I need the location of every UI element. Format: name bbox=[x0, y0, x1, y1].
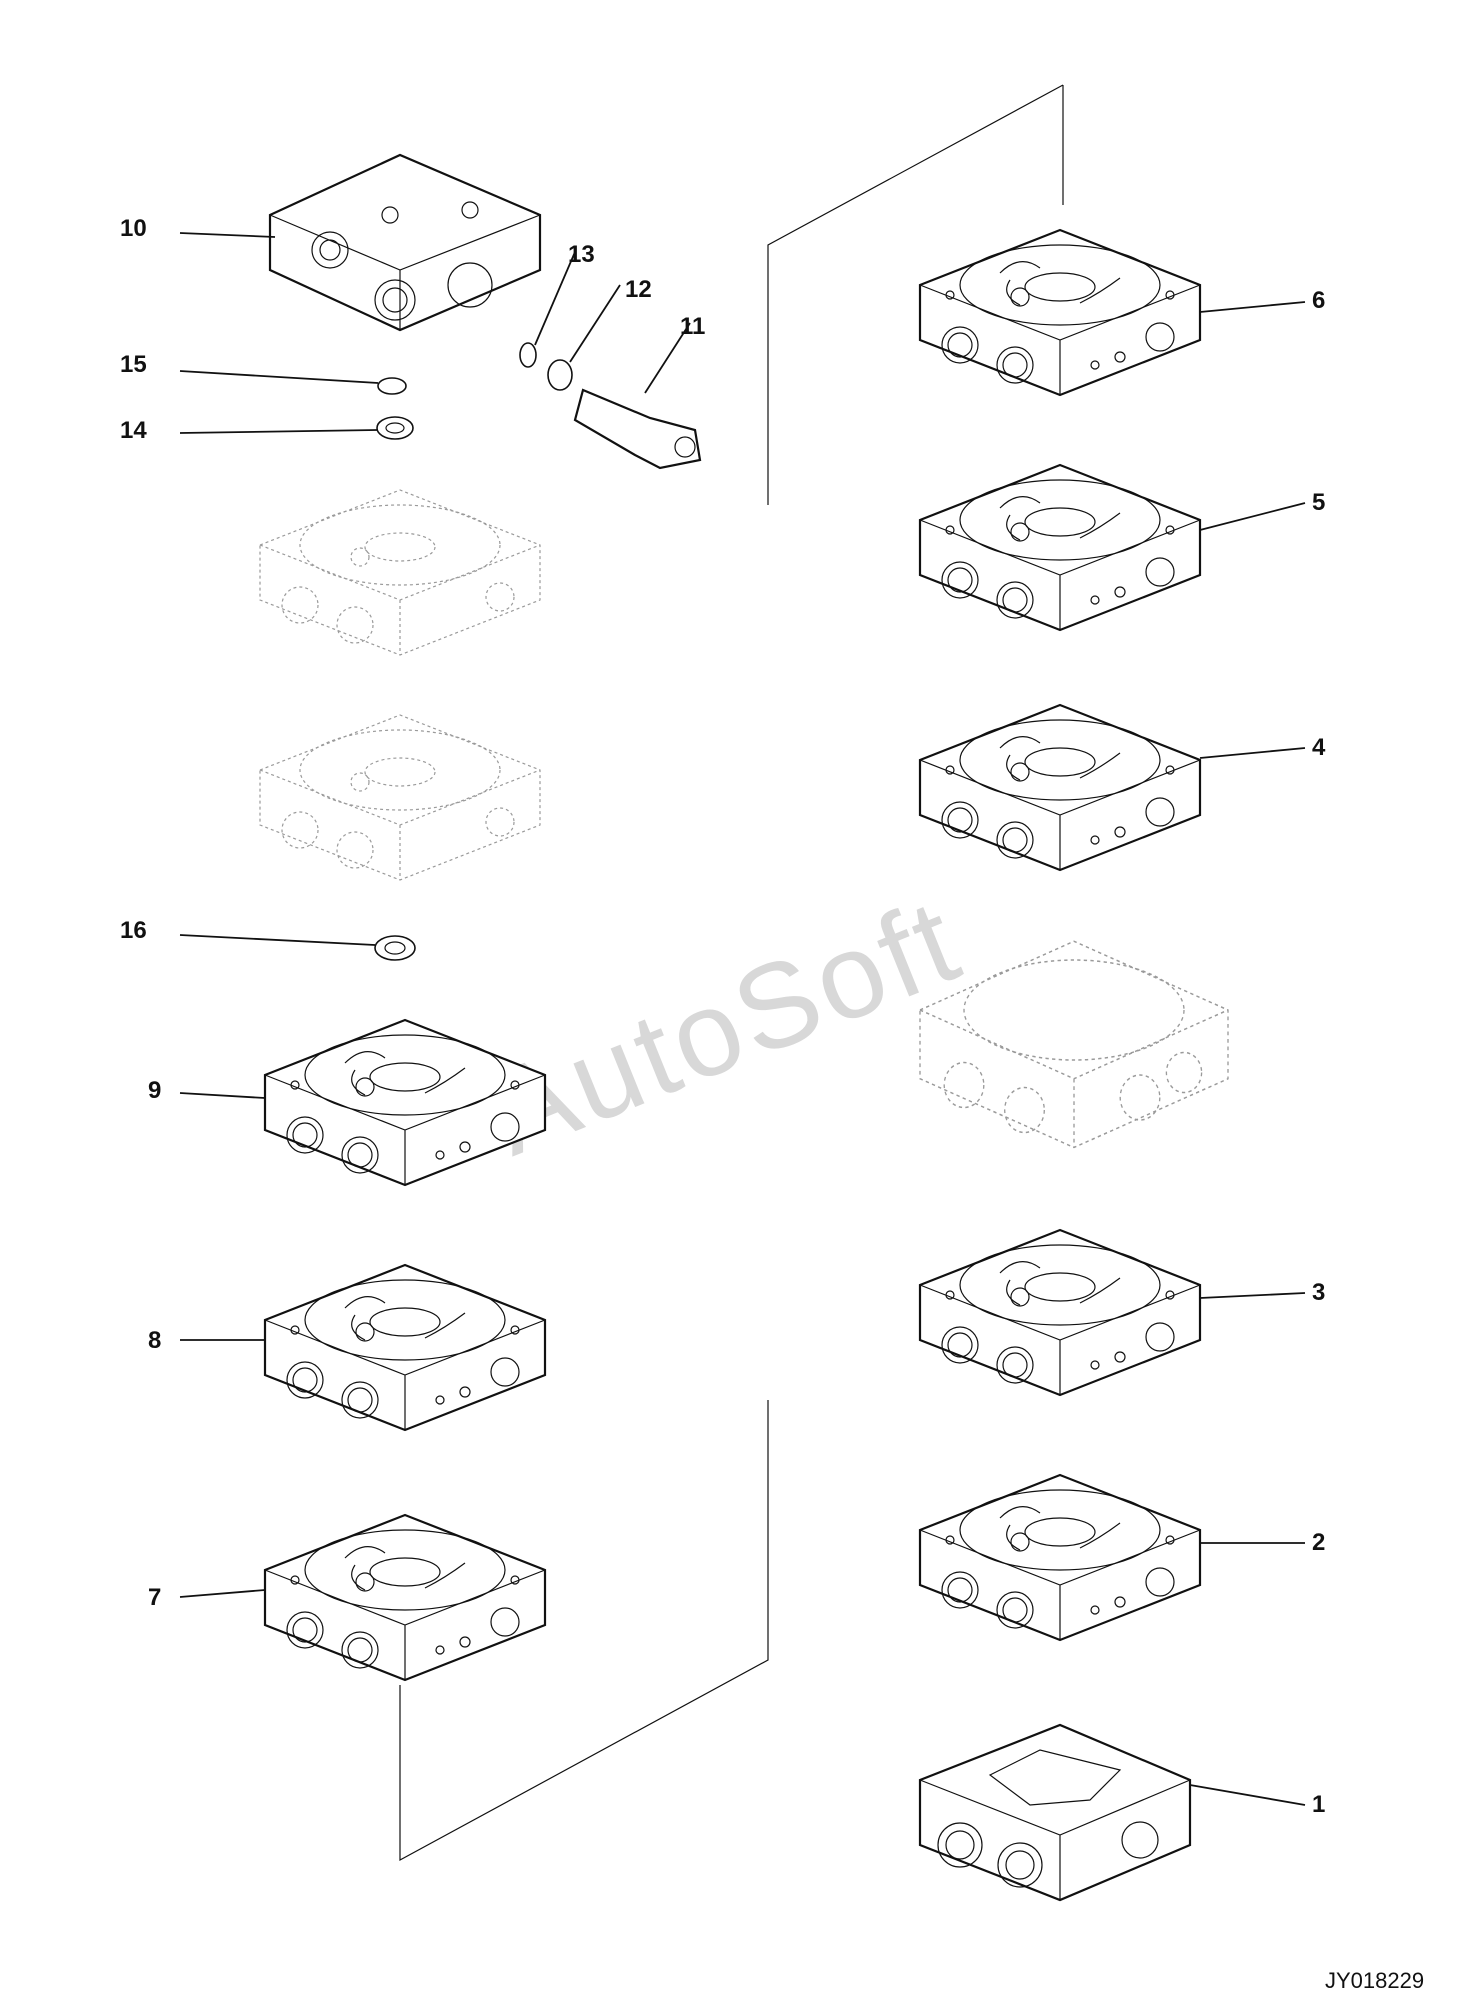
callout-6: 6 bbox=[1312, 287, 1325, 314]
part-13-o-ring bbox=[519, 342, 537, 368]
part-7-block bbox=[263, 1513, 547, 1682]
callout-1: 1 bbox=[1312, 1791, 1325, 1818]
callout-16: 16 bbox=[120, 917, 147, 944]
callout-3: 3 bbox=[1312, 1279, 1325, 1306]
watermark: AutoSoft bbox=[472, 872, 979, 1181]
part-6-block bbox=[918, 228, 1202, 397]
ghost-block-right bbox=[919, 940, 1229, 1149]
callout-8: 8 bbox=[148, 1327, 161, 1354]
assembly-line-left bbox=[399, 1400, 769, 1862]
assembly-line-right bbox=[767, 84, 1064, 505]
callout-10: 10 bbox=[120, 215, 147, 242]
callout-4: 4 bbox=[1312, 734, 1326, 761]
part-11-plug bbox=[573, 388, 702, 470]
part-14-seal bbox=[376, 416, 414, 440]
callout-15: 15 bbox=[120, 351, 147, 378]
callout-9: 9 bbox=[148, 1077, 161, 1104]
part-12-o-ring bbox=[547, 359, 573, 391]
callout-14: 14 bbox=[120, 417, 147, 444]
callout-2: 2 bbox=[1312, 1529, 1325, 1556]
callout-11: 11 bbox=[680, 313, 705, 340]
leader-lines bbox=[179, 232, 1306, 1806]
part-5-block bbox=[918, 463, 1202, 632]
part-16-seal bbox=[374, 935, 416, 961]
part-10-cover bbox=[268, 153, 542, 332]
ghost-block-upper bbox=[259, 489, 541, 656]
callout-7: 7 bbox=[148, 1584, 161, 1611]
part-15-o-ring bbox=[377, 377, 407, 395]
drawing-code: JY018229 bbox=[1325, 1968, 1424, 1993]
part-4-block bbox=[918, 703, 1202, 872]
part-1-block bbox=[918, 1723, 1192, 1902]
part-2-block bbox=[918, 1473, 1202, 1642]
callout-5: 5 bbox=[1312, 489, 1325, 516]
callout-13: 13 bbox=[568, 241, 595, 268]
ghost-block-lower bbox=[259, 714, 541, 881]
part-8-block bbox=[263, 1263, 547, 1432]
part-3-block bbox=[918, 1228, 1202, 1397]
callout-12: 12 bbox=[625, 276, 652, 303]
